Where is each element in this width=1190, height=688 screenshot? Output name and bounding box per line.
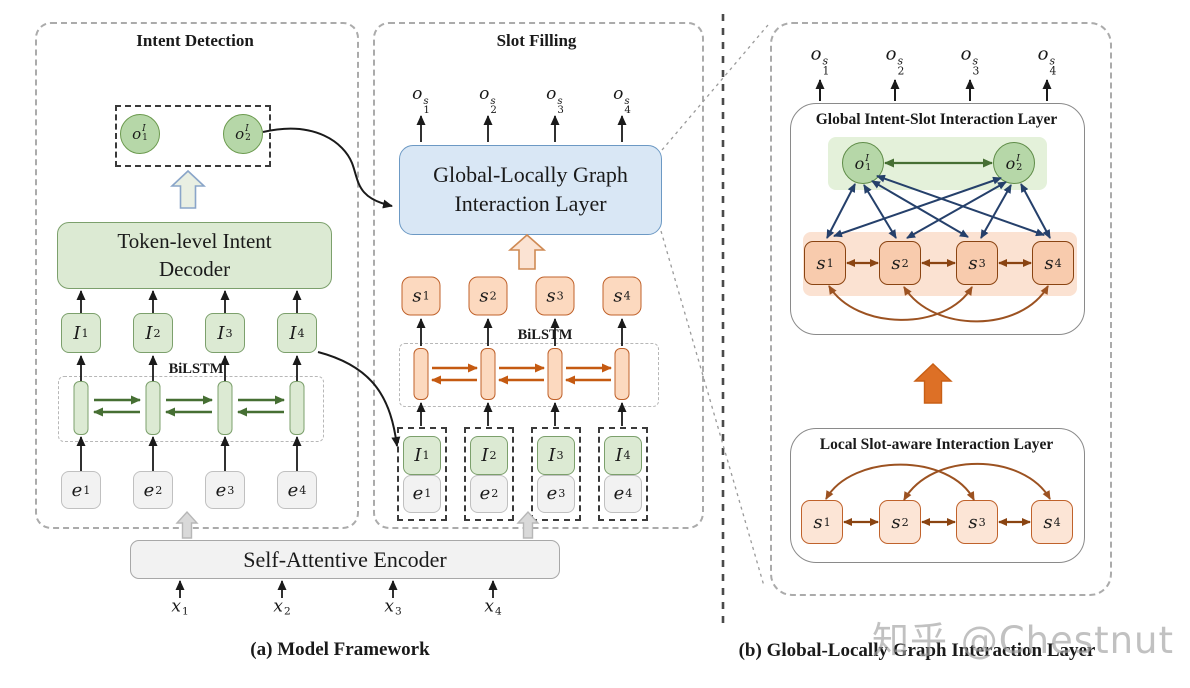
encoder-box: Self-Attentive Encoder (130, 540, 560, 579)
intent-bilstm-box (58, 376, 324, 442)
decoder-box: Token-level Intent Decoder (57, 222, 332, 289)
slot-lstm-cell (480, 348, 496, 400)
input-label: x4 (484, 596, 502, 618)
graph-layer-line2: Interaction Layer (454, 191, 607, 216)
decoder-label-line2: Decoder (158, 256, 231, 281)
slot-lstm-cell (614, 348, 630, 400)
intent-lstm-cell (73, 381, 89, 435)
graph-interaction-box: Global-Locally Graph Interaction Layer (399, 145, 662, 235)
slot-lstm-cell (547, 348, 563, 400)
caption-b: (b) Global-Locally Graph Interaction Lay… (738, 640, 1096, 661)
watermark: 知乎 @Chestnut (872, 619, 1175, 662)
intent-bilstm-label: BiLSTM (168, 361, 224, 377)
input-label: x1 (171, 596, 189, 618)
encoder-label: Self-Attentive Encoder (243, 546, 447, 572)
intent-lstm-cell (145, 381, 161, 435)
input-arrows (175, 580, 498, 598)
caption-a: (a) Model Framework (250, 639, 430, 660)
panel-global-locally (770, 22, 1112, 596)
local-interaction-title: Local Slot-aware Interaction Layer (819, 436, 1054, 453)
slot-bilstm-label: BiLSTM (517, 327, 573, 343)
graph-layer-line1: Global-Locally Graph (433, 162, 628, 188)
slot-title: Slot Filling (496, 31, 577, 50)
global-interaction-title: Global Intent-Slot Interaction Layer (815, 111, 1058, 128)
slot-lstm-cell (413, 348, 429, 400)
intent-title: Intent Detection (136, 31, 254, 50)
decoder-label-line1: Token-level Intent (117, 229, 272, 254)
input-label: x2 (273, 596, 291, 618)
intent-lstm-cell (289, 381, 305, 435)
intent-lstm-cell (217, 381, 233, 435)
input-label: x3 (384, 596, 402, 618)
slot-bilstm-box (399, 343, 659, 407)
